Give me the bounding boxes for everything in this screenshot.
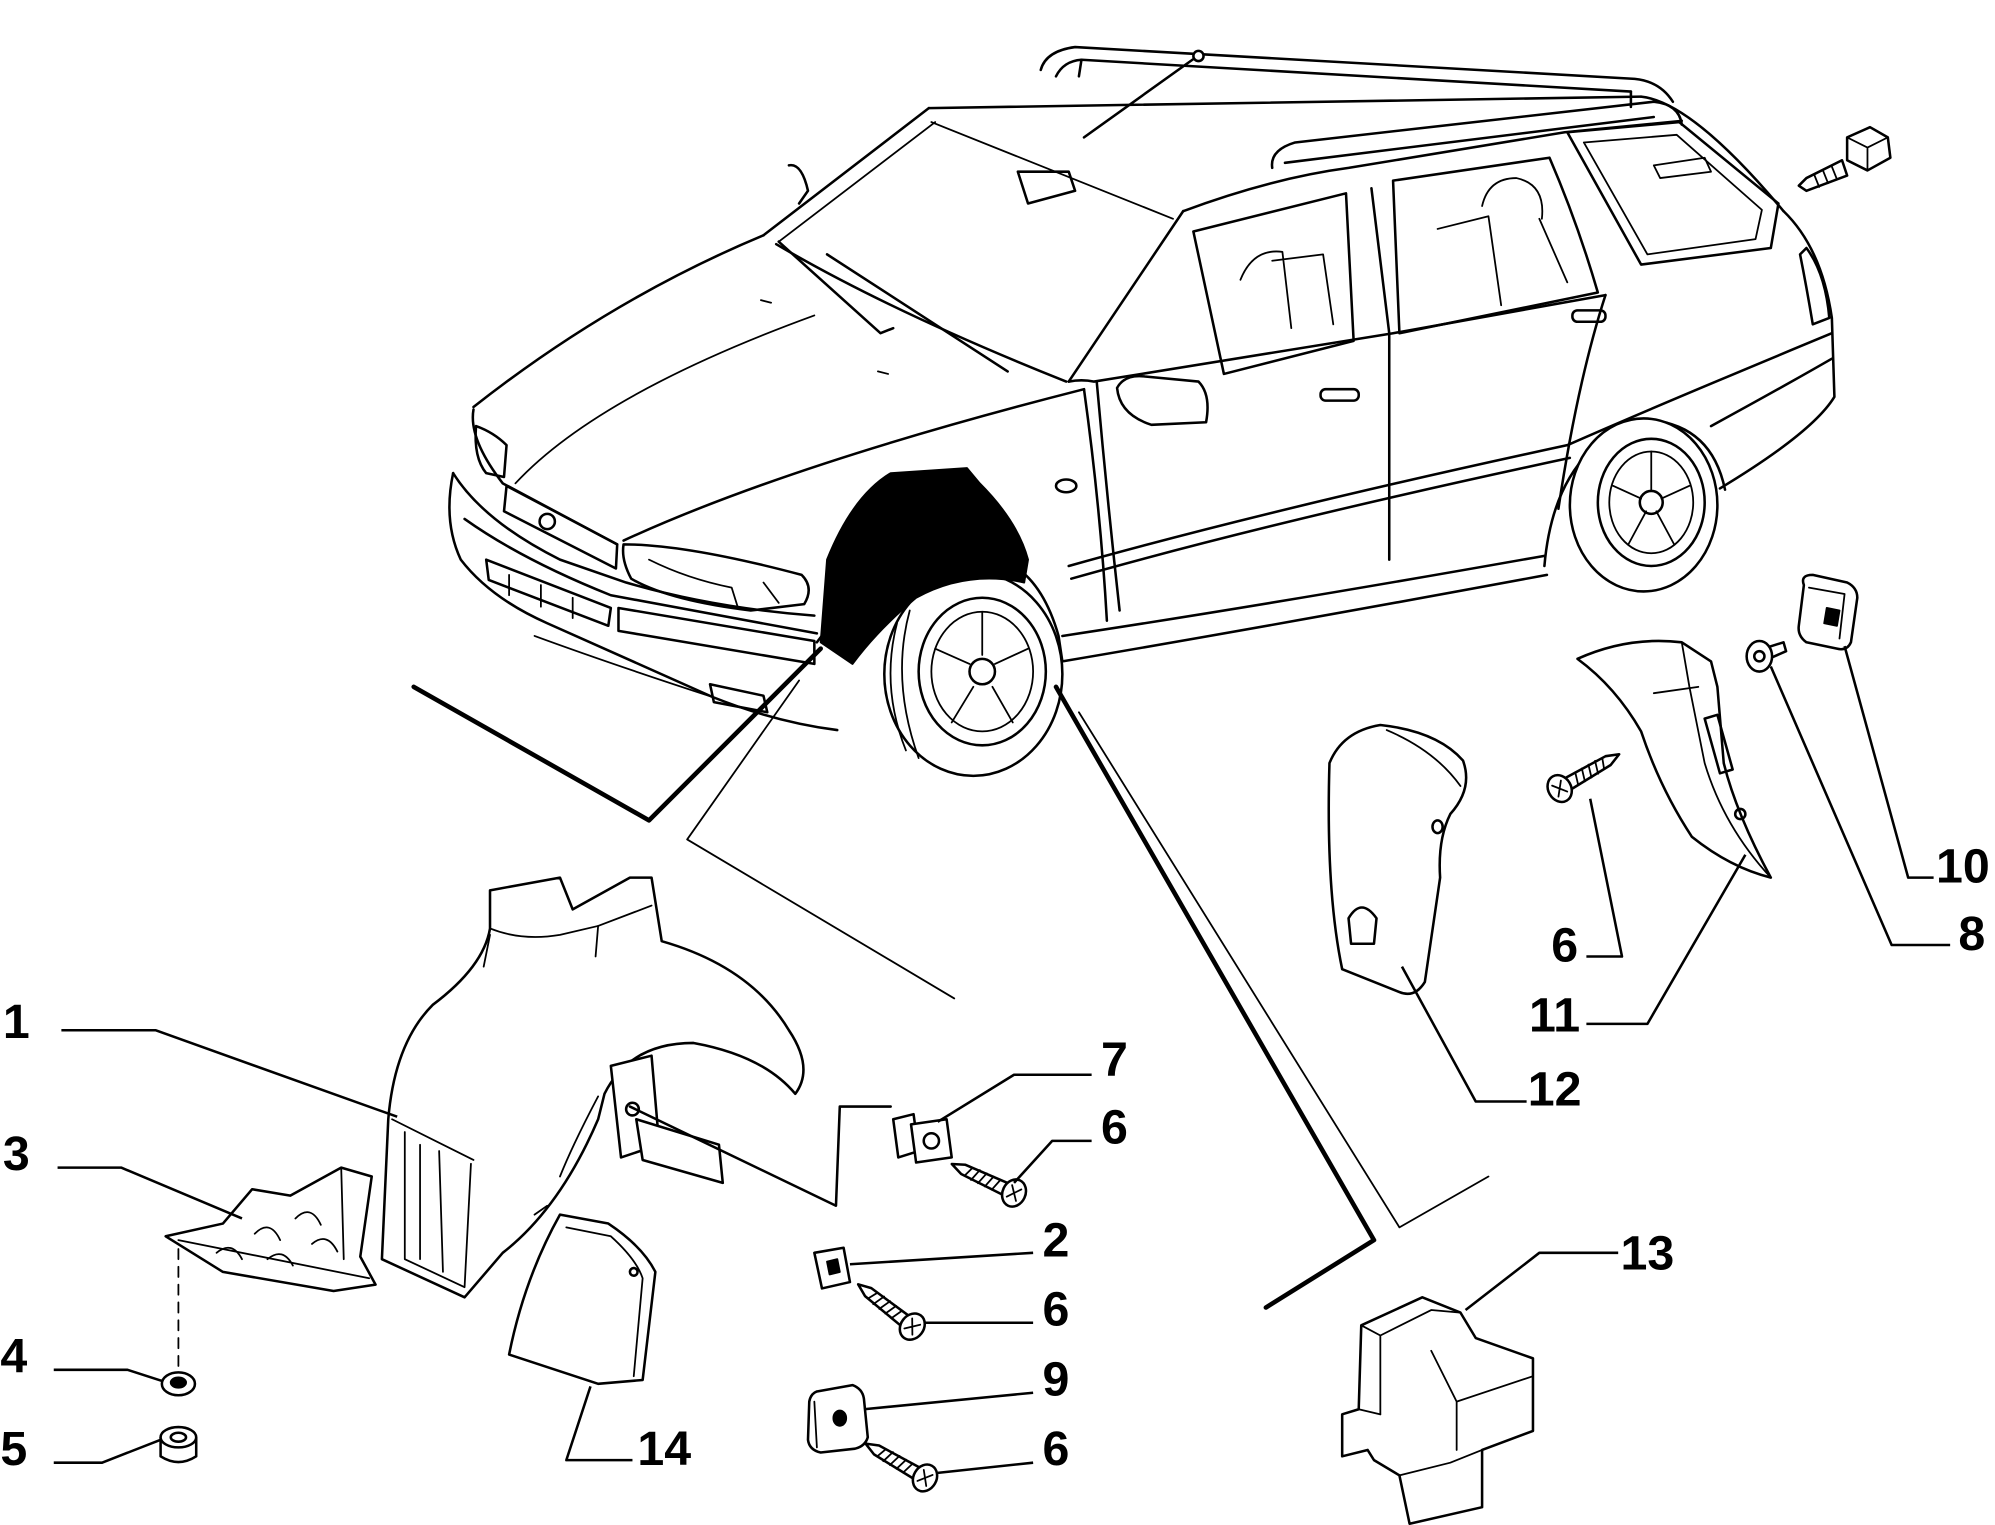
part-6-screw-b [848, 1272, 932, 1346]
callout-12: 12 [1528, 1062, 1582, 1116]
part-9-clip [806, 1383, 870, 1454]
part-3-shield [164, 1166, 377, 1293]
callout-6-d: 6 [1551, 919, 1578, 973]
callout-3: 3 [3, 1127, 30, 1181]
car-illustration [448, 45, 1836, 778]
part-6-screw-a [944, 1150, 1032, 1212]
callout-6-b: 6 [1043, 1282, 1070, 1336]
roof-and-windshield [762, 49, 1785, 383]
part-6-screw-c [857, 1430, 944, 1498]
callout-7: 7 [1101, 1033, 1128, 1087]
front-wheel-arch-liner [819, 467, 1029, 665]
callout-9: 9 [1043, 1352, 1070, 1406]
callout-10: 10 [1936, 840, 1990, 894]
car-rear [1566, 120, 1836, 490]
callout-2: 2 [1043, 1214, 1070, 1268]
callout-14: 14 [637, 1422, 691, 1476]
part-11-rear-liner [1576, 639, 1773, 879]
part-1-front-wheelhouse-liner [380, 876, 805, 1299]
clip-mounting-line [628, 1105, 892, 1208]
callout-13: 13 [1621, 1226, 1675, 1280]
roof-rails [1039, 45, 1684, 170]
part-12-cover [1327, 723, 1468, 996]
callout-5: 5 [0, 1422, 27, 1476]
hood [472, 234, 1086, 542]
callout-6-a: 6 [1101, 1100, 1128, 1154]
part-2-nut [813, 1246, 852, 1290]
callout-labels: 1 3 4 5 14 7 6 2 6 9 6 13 12 6 11 10 8 [0, 840, 1989, 1477]
bolt [1797, 125, 1892, 193]
part-10-clip [1797, 573, 1859, 651]
front-fascia [448, 408, 839, 732]
part-13-block [1340, 1296, 1535, 1525]
part-7-clip [891, 1112, 953, 1164]
car-side [1054, 156, 1834, 663]
part-6-screw-d [1541, 740, 1628, 808]
part-4-washer [160, 1371, 197, 1397]
part-5-nut [159, 1425, 198, 1464]
callout-leaders [53, 645, 1951, 1475]
callout-11: 11 [1529, 989, 1580, 1043]
car-to-parts-leaders [411, 646, 1490, 1310]
rear-wheel [1543, 417, 1727, 593]
part-14-panel [507, 1213, 657, 1386]
callout-8: 8 [1958, 907, 1985, 961]
callout-4: 4 [0, 1329, 27, 1383]
callout-1: 1 [3, 995, 30, 1049]
part-8-push-rivet [1745, 639, 1788, 673]
callout-6-c: 6 [1043, 1422, 1070, 1476]
